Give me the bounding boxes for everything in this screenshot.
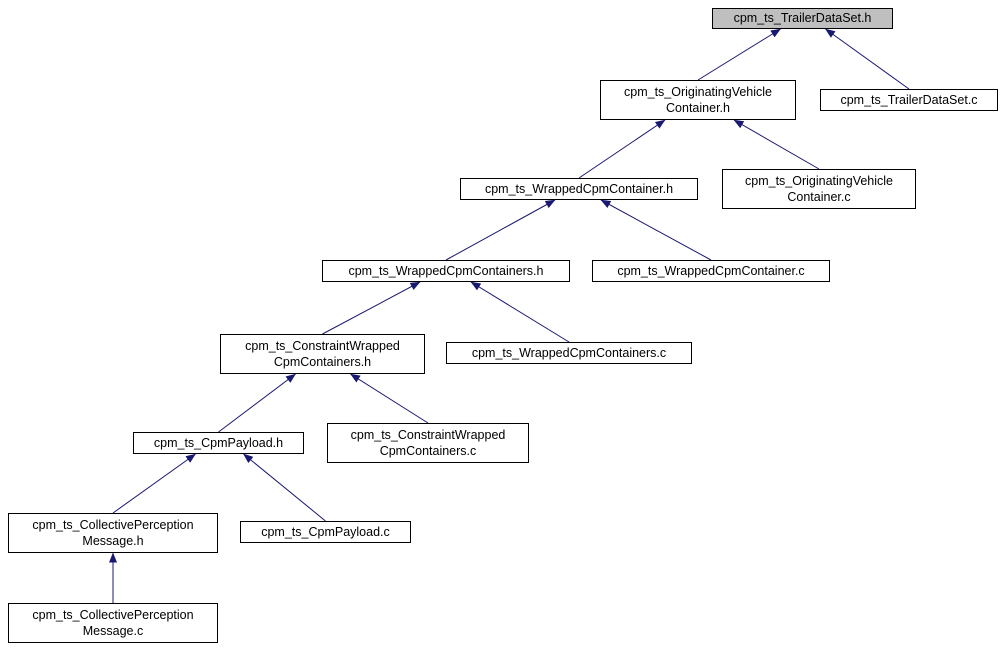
node-label: cpm_ts_WrappedCpmContainers.h [348,263,544,278]
node-cpm-ts-cpmpayload-h[interactable]: cpm_ts_CpmPayload.h [133,432,304,454]
node-cpm-ts-collectiveperceptionmessage-c[interactable]: cpm_ts_CollectivePerception Message.c [8,603,218,643]
node-label: cpm_ts_OriginatingVehicle [624,84,772,99]
node-label: Container.h [666,101,730,115]
dependency-edge [600,199,712,261]
node-label: CpmContainers.c [379,444,477,458]
dependency-edge [218,373,296,433]
dependency-edge [350,373,429,424]
node-cpm-ts-constraintwrappedcpmcontainers-c[interactable]: cpm_ts_ConstraintWrapped CpmContainers.c [327,423,529,463]
node-cpm-ts-wrappedcpmcontainer-h[interactable]: cpm_ts_WrappedCpmContainer.h [460,178,698,200]
node-cpm-ts-wrappedcpmcontainers-h[interactable]: cpm_ts_WrappedCpmContainers.h [322,260,570,282]
node-label: cpm_ts_ConstraintWrapped [350,427,506,442]
node-label: cpm_ts_CpmPayload.c [261,524,390,539]
node-label: Message.c [82,624,144,638]
node-label: cpm_ts_CollectivePerception [32,607,194,622]
node-label: CpmContainers.h [273,355,372,369]
node-label: cpm_ts_WrappedCpmContainer.c [617,263,805,278]
node-cpm-ts-originatingvehiclecontainer-c[interactable]: cpm_ts_OriginatingVehicle Container.c [722,169,916,209]
node-label: cpm_ts_CollectivePerception [32,517,194,532]
dependency-edge [445,199,556,261]
dependency-edge [697,28,781,81]
node-label: cpm_ts_WrappedCpmContainer.h [484,181,674,196]
node-label: cpm_ts_CpmPayload.h [153,435,284,450]
node-label: cpm_ts_TrailerDataSet.c [840,92,978,107]
node-label: cpm_ts_TrailerDataSet.h [733,11,872,26]
node-cpm-ts-trailerdataset-h[interactable]: cpm_ts_TrailerDataSet.h [712,8,893,29]
dependency-edge [825,28,910,90]
node-label: cpm_ts_ConstraintWrapped [245,338,400,353]
node-label: cpm_ts_OriginatingVehicle [745,173,893,188]
dependency-edge [322,281,421,335]
node-label: Message.h [82,534,144,548]
node-cpm-ts-constraintwrappedcpmcontainers-h[interactable]: cpm_ts_ConstraintWrapped CpmContainers.h [220,334,425,374]
node-label: cpm_ts_WrappedCpmContainers.c [471,345,667,360]
node-cpm-ts-collectiveperceptionmessage-h[interactable]: cpm_ts_CollectivePerception Message.h [8,513,218,553]
node-cpm-ts-wrappedcpmcontainers-c[interactable]: cpm_ts_WrappedCpmContainers.c [446,342,692,364]
dependency-edge [470,281,570,343]
dependency-edge [733,119,820,170]
dependency-edge [578,119,666,179]
dependency-edge [112,453,196,514]
node-cpm-ts-cpmpayload-c[interactable]: cpm_ts_CpmPayload.c [240,521,411,543]
node-cpm-ts-trailerdataset-c[interactable]: cpm_ts_TrailerDataSet.c [820,89,998,111]
node-label: Container.c [787,190,851,204]
dependency-edge [243,453,326,522]
node-cpm-ts-wrappedcpmcontainer-c[interactable]: cpm_ts_WrappedCpmContainer.c [592,260,830,282]
node-cpm-ts-originatingvehiclecontainer-h[interactable]: cpm_ts_OriginatingVehicle Container.h [600,80,796,120]
